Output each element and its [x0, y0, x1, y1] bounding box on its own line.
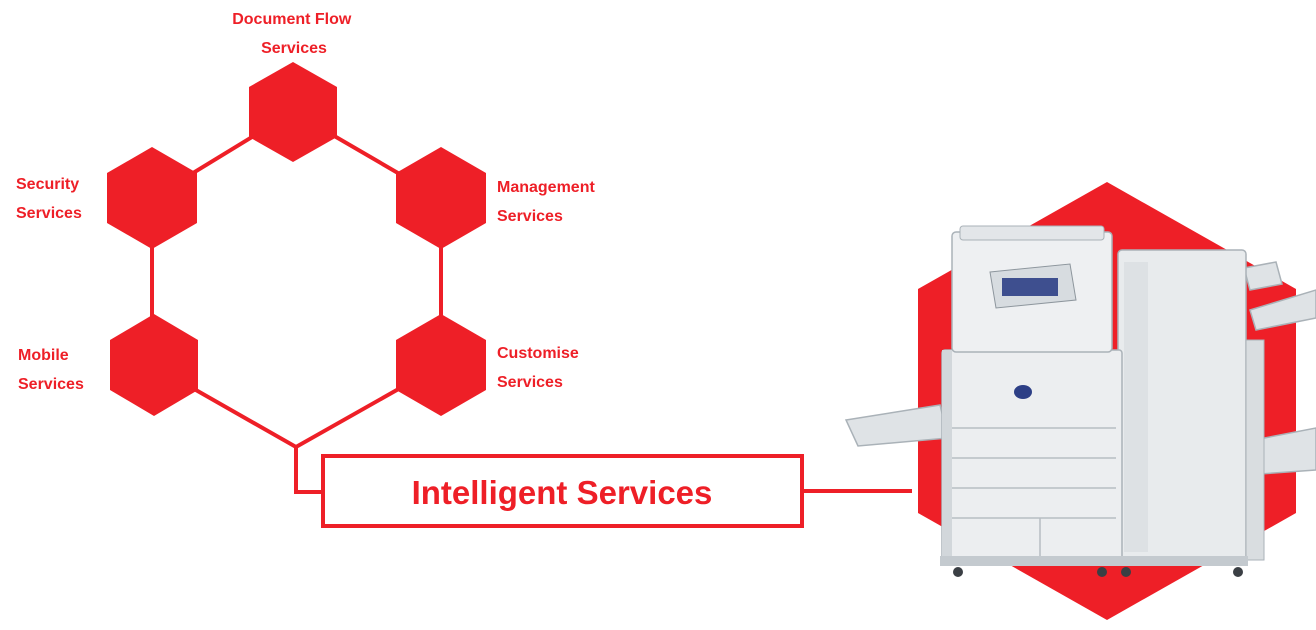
customise-hexagon — [396, 314, 486, 416]
printer-body — [941, 349, 1123, 561]
brand-badge — [1014, 385, 1032, 399]
customise-label: Customise Services — [497, 345, 583, 391]
document-flow-label: Document Flow Services — [232, 11, 356, 57]
document-flow-hexagon — [249, 62, 337, 162]
management-label: Management Services — [497, 179, 599, 225]
mobile-hexagon — [110, 314, 198, 416]
hub-label: Intelligent Services — [412, 474, 713, 511]
paper-trays — [950, 427, 1116, 556]
hub-connector — [294, 447, 323, 494]
printer-base — [940, 556, 1248, 566]
mobile-label: Mobile Services — [18, 347, 84, 393]
security-hexagon — [107, 147, 197, 249]
ring-connector — [150, 110, 443, 450]
control-panel-screen — [1002, 278, 1058, 296]
output-trays — [844, 261, 1316, 475]
multifunction-printer-icon — [844, 182, 1316, 620]
connector-lines — [150, 110, 912, 494]
intelligent-services-box: Intelligent Services — [321, 454, 804, 528]
service-nodes — [107, 62, 486, 416]
management-hexagon — [396, 147, 486, 249]
hub-frame — [321, 454, 804, 528]
service-labels: Document Flow Services Security Services… — [16, 11, 599, 393]
security-label: Security Services — [16, 176, 84, 222]
casters — [953, 567, 1243, 577]
